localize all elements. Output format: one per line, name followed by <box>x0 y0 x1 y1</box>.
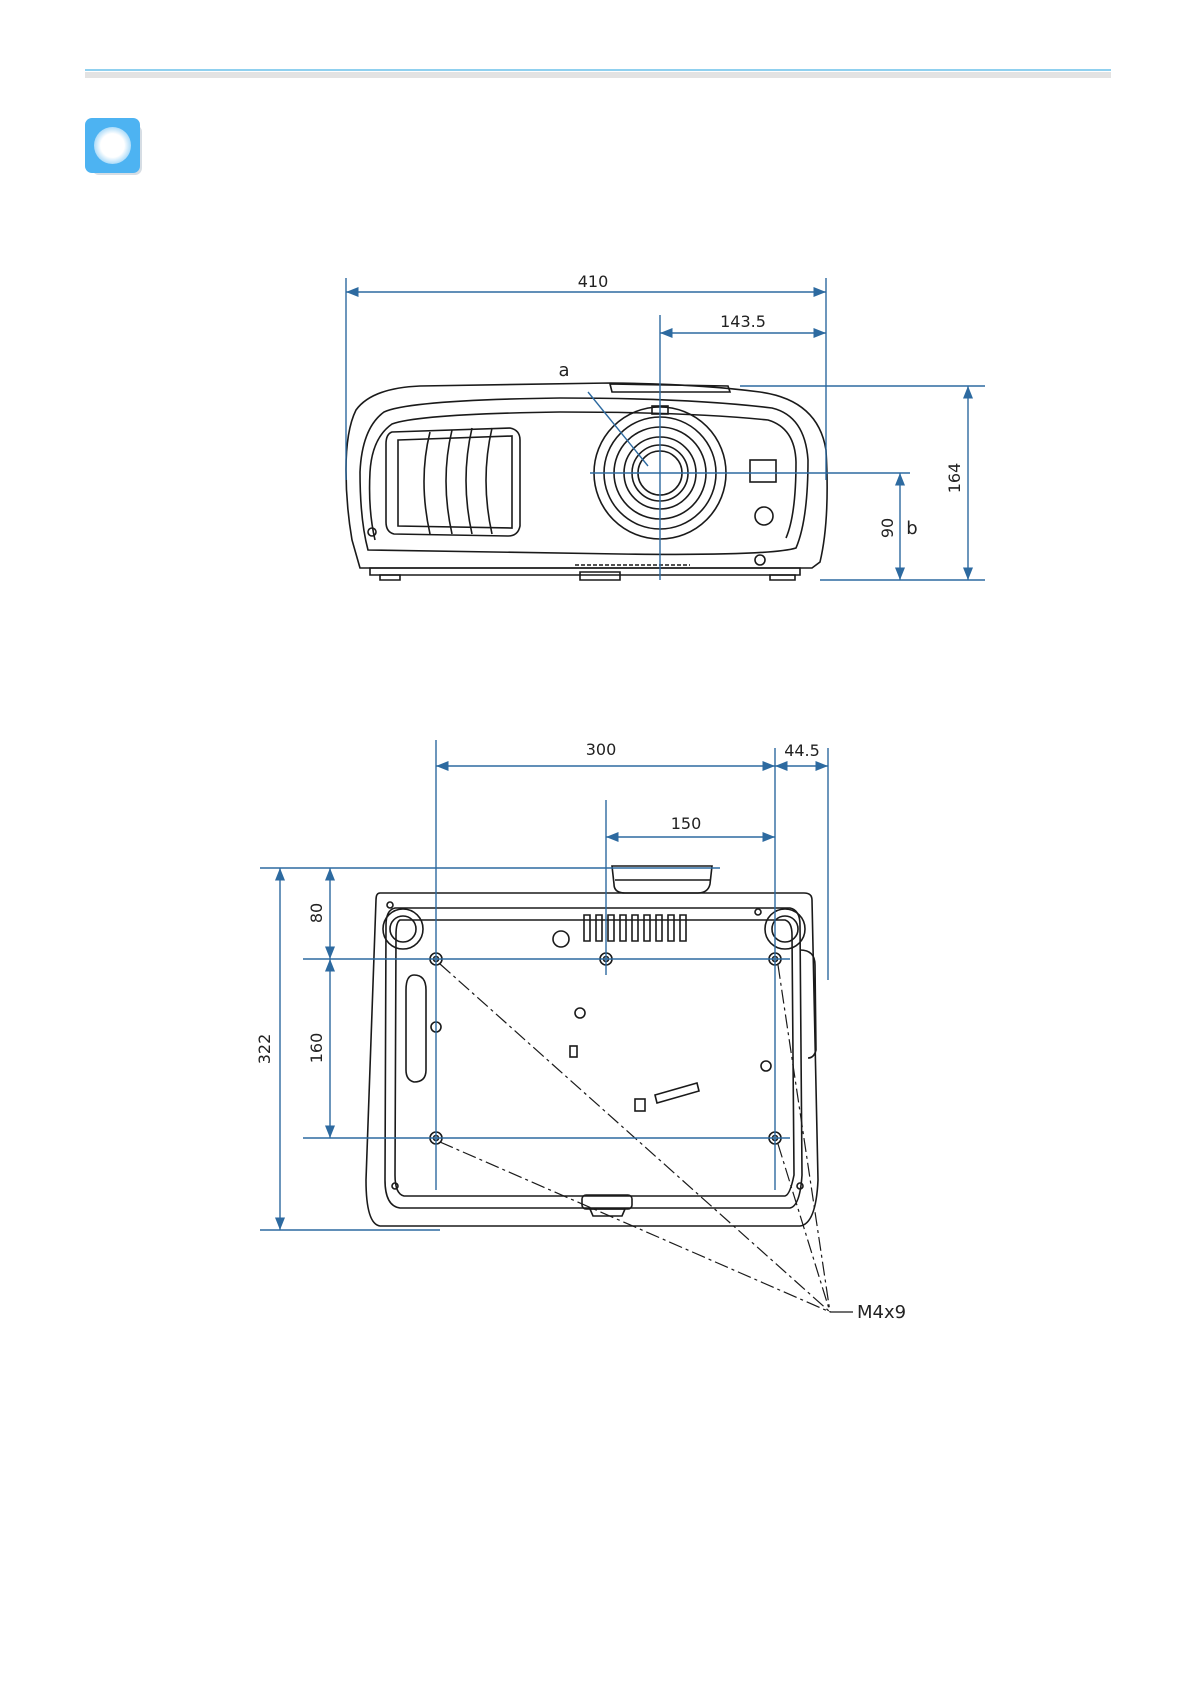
front-lens-offset-label: 143.5 <box>720 312 766 331</box>
screw-label: M4x9 <box>857 1302 906 1323</box>
front-hole-label: 80 <box>307 903 326 923</box>
projector-front-outline <box>346 383 827 580</box>
hole-spacing-label: 300 <box>586 740 617 759</box>
bottom-dimension-lines <box>260 740 828 1230</box>
projector-bottom-outline <box>366 866 818 1226</box>
front-width-label: 410 <box>578 272 609 291</box>
front-height-label: 164 <box>945 463 964 494</box>
bottom-view: 300 44.5 150 80 160 322 M4x9 <box>255 740 906 1323</box>
side-offset-label: 44.5 <box>784 741 820 760</box>
callout-a: a <box>558 360 569 381</box>
hole-depth-label: 160 <box>307 1033 326 1064</box>
callout-b: b <box>906 518 917 539</box>
front-lens-height-label: 90 <box>878 518 897 538</box>
depth-label: 322 <box>255 1034 274 1065</box>
front-view: 410 143.5 a b 90 164 <box>346 272 985 580</box>
center-offset-label: 150 <box>671 814 702 833</box>
